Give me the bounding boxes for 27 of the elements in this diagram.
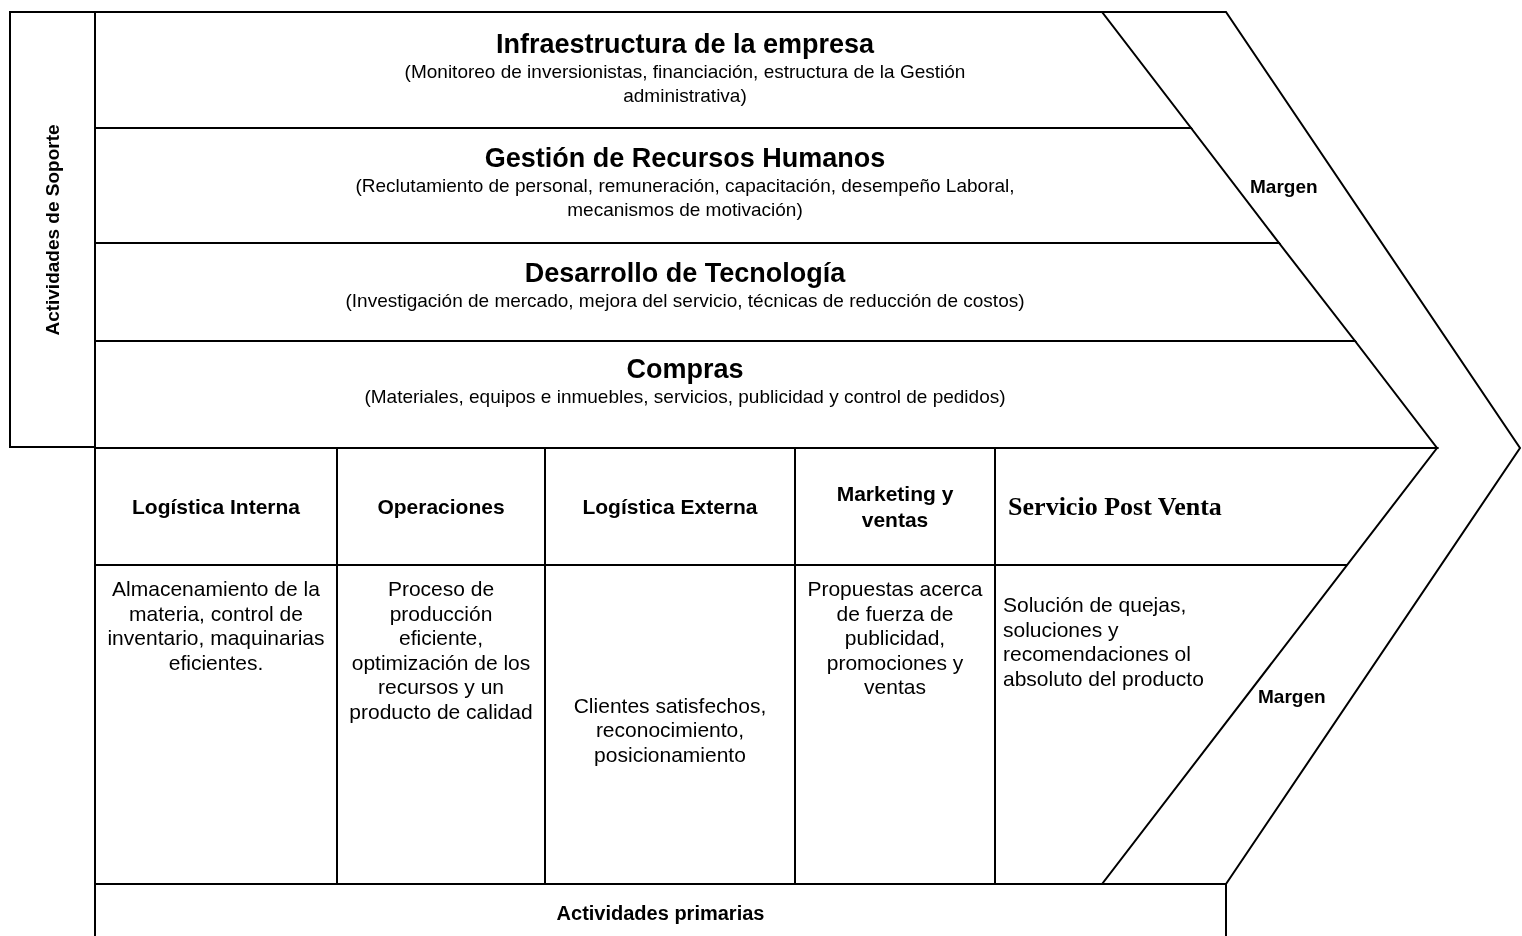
activity-title: Infraestructura de la empresa [495,28,875,60]
column-heading: Servicio Post Venta [1008,490,1222,523]
column-description: Propuestas acerca de fuerza de publicidad, promociones y ventas [806,577,984,700]
support-activities-band [10,12,95,447]
activity-description: (Investigación de mercado, mejora del servicio, técnicas de reducción de costos) [345,289,1025,313]
primary-activities-band [95,884,1226,936]
column-heading: Logística Externa [582,493,758,520]
section-title: Actividades primarias [555,902,766,925]
column-heading: Marketing y ventas [835,480,955,533]
column-description: Proceso de producción eficiente, optimización de los recursos y un producto de calidad [348,577,534,724]
activity-title: Gestión de Recursos Humanos [484,142,886,174]
column-heading: Logística Interna [132,493,300,520]
activity-description: (Monitoreo de inversionistas, financiación, estructura de la Gestión administrativa) [403,60,967,108]
support-activity-band [95,12,1191,128]
column-description: Clientes satisfechos, reconocimiento, posicionamiento [572,693,768,768]
activity-description: (Reclutamiento de personal, remuneración, capacitación, desempeño Laboral, mecanismos de motivación) [354,174,1016,222]
column-description: Solución de quejas, soluciones y recomendaciones ol absoluto del producto [1003,592,1205,691]
activity-title: Desarrollo de Tecnología [524,257,846,289]
primary-activity-column [95,448,337,884]
margin-label: Margen [1258,686,1326,708]
margin-label: Margen [1250,176,1318,198]
column-description: Almacenamiento de la materia, control de inventario, maquinarias eficientes. [106,577,326,675]
activity-description: (Materiales, equipos e inmuebles, servicios, publicidad y control de pedidos) [364,385,1006,409]
primary-activity-column [995,448,1437,884]
section-title: Actividades de Soporte [41,123,64,336]
activity-title: Compras [626,353,744,385]
column-heading: Operaciones [377,493,505,520]
